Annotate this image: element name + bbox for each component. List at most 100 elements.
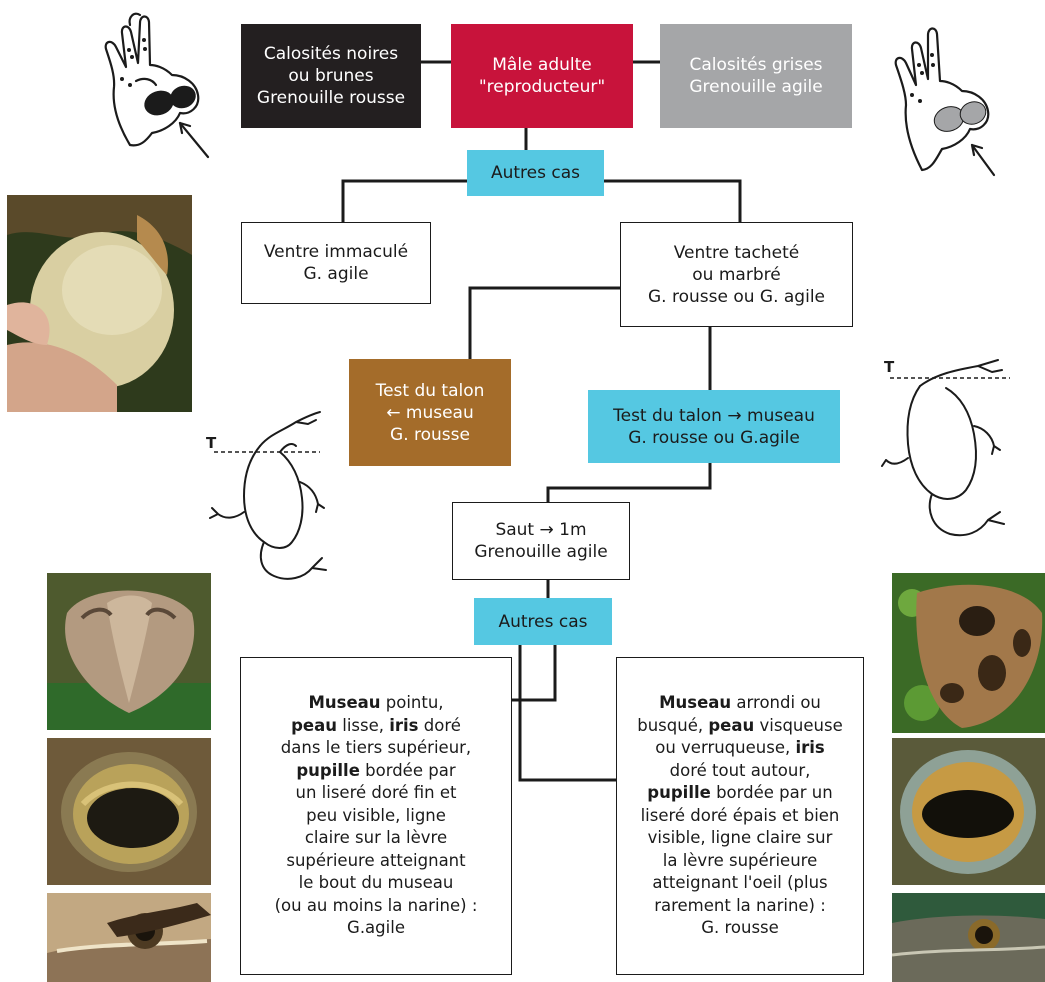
text-run: pointu, (381, 693, 444, 712)
male-adult-line-1: Mâle adulte (492, 54, 592, 76)
text-run: visible, ligne claire sur (648, 828, 833, 847)
frog-heel-test-long-sketch: T (880, 348, 1030, 548)
black-callus-line-1: Calosités noires (264, 43, 398, 65)
rousse-description-line: Museau arrondi ou (659, 692, 821, 715)
agile-snout-photo (47, 573, 211, 730)
rousse-description-line: doré tout autour, (670, 760, 811, 783)
text-run: bordée par (360, 761, 456, 780)
text-run: dans le tiers supérieur, (281, 738, 471, 757)
agile-description-line: G.agile (347, 917, 405, 940)
text-run: atteignant l'oeil (plus (652, 873, 827, 892)
text-run: (ou au moins la narine) : (275, 896, 478, 915)
other-cases-box-2: Autres cas (474, 598, 612, 645)
agile-description-line: Museau pointu, (308, 692, 443, 715)
agile-eye-photo (47, 738, 211, 885)
text-run: liseré doré épais et bien (641, 806, 840, 825)
text-run: doré tout autour, (670, 761, 811, 780)
keyword: Museau (308, 693, 380, 712)
rousse-description-line: visible, ligne claire sur (648, 827, 833, 850)
text-run: G. rousse (701, 918, 779, 937)
heel-short-line-1: Test du talon (376, 380, 485, 402)
belly-plain-line-2: G. agile (303, 263, 368, 285)
black-callus-line-2: ou brunes (288, 65, 373, 87)
rousse-eye-photo (892, 738, 1045, 885)
agile-description-line: (ou au moins la narine) : (275, 895, 478, 918)
agile-description-line: pupille bordée par (296, 760, 455, 783)
heel-short-line-3: G. rousse (390, 424, 470, 446)
rousse-description-line: atteignant l'oeil (plus (652, 872, 827, 895)
rousse-description-line: la lèvre supérieure (663, 850, 818, 873)
text-run: peu visible, ligne (306, 806, 446, 825)
heel-marker-long: T (884, 358, 895, 376)
agile-lip-photo (47, 893, 211, 982)
rousse-head-photo (892, 573, 1045, 733)
grey-callus-line-1: Calosités grises (689, 54, 822, 76)
frog-hand-black-callus-icon (100, 5, 225, 165)
text-run: supérieure atteignant (286, 851, 465, 870)
text-run: un liseré doré fin et (296, 783, 457, 802)
male-adult-line-2: "reproducteur" (479, 76, 605, 98)
text-run: doré (419, 716, 461, 735)
jump-line-1: Saut → 1m (495, 519, 586, 541)
black-callus-line-3: Grenouille rousse (257, 87, 405, 109)
other-cases-1-label: Autres cas (491, 162, 580, 184)
rousse-lip-photo (892, 893, 1045, 982)
belly-spotted-line-3: G. rousse ou G. agile (648, 286, 825, 308)
other-cases-box-1: Autres cas (467, 150, 604, 196)
heel-long-line-1: Test du talon → museau (613, 405, 815, 427)
frog-heel-test-short-sketch: T (200, 408, 345, 588)
text-run: arrondi ou (731, 693, 821, 712)
rousse-description-line: liseré doré épais et bien (641, 805, 840, 828)
keyword: pupille (296, 761, 360, 780)
text-run: la lèvre supérieure (663, 851, 818, 870)
text-run: ou verruqueuse, (655, 738, 795, 757)
rousse-description-line: G. rousse (701, 917, 779, 940)
keyword: iris (795, 738, 824, 757)
rousse-description-line: pupille bordée par un (647, 782, 832, 805)
text-run: G.agile (347, 918, 405, 937)
heel-short-line-2: ← museau (386, 402, 474, 424)
agile-description-line: le bout du museau (299, 872, 454, 895)
agile-description-line: supérieure atteignant (286, 850, 465, 873)
grey-callus-line-2: Grenouille agile (689, 76, 822, 98)
belly-spotted-box: Ventre tacheté ou marbré G. rousse ou G.… (620, 222, 853, 327)
text-run: rarement la narine) : (654, 896, 826, 915)
rousse-description-line: ou verruqueuse, iris (655, 737, 825, 760)
text-run: le bout du museau (299, 873, 454, 892)
belly-spotted-line-1: Ventre tacheté (674, 242, 799, 264)
heel-test-long-box: Test du talon → museau G. rousse ou G.ag… (588, 390, 840, 463)
keyword: Museau (659, 693, 731, 712)
agile-description-line: peu visible, ligne (306, 805, 446, 828)
rousse-description-line: busqué, peau visqueuse (637, 715, 842, 738)
keyword: pupille (647, 783, 711, 802)
keyword: peau (291, 716, 337, 735)
keyword: peau (708, 716, 754, 735)
rousse-description-line: rarement la narine) : (654, 895, 826, 918)
text-run: claire sur la lèvre (305, 828, 447, 847)
jump-line-2: Grenouille agile (474, 541, 607, 563)
agile-description-line: claire sur la lèvre (305, 827, 447, 850)
agile-description-line: dans le tiers supérieur, (281, 737, 471, 760)
belly-plain-box: Ventre immaculé G. agile (241, 222, 431, 304)
text-run: bordée par un (711, 783, 833, 802)
belly-plain-line-1: Ventre immaculé (264, 241, 408, 263)
belly-spotted-line-2: ou marbré (692, 264, 780, 286)
heel-long-line-2: G. rousse ou G.agile (628, 427, 800, 449)
other-cases-2-label: Autres cas (498, 611, 587, 633)
heel-test-short-box: Test du talon ← museau G. rousse (349, 359, 511, 466)
text-run: lisse, (337, 716, 389, 735)
frog-belly-photo (7, 195, 192, 412)
agile-description-line: peau lisse, iris doré (291, 715, 461, 738)
heel-marker-short: T (206, 434, 217, 452)
keyword: iris (389, 716, 418, 735)
grey-callus-box: Calosités grises Grenouille agile (660, 24, 852, 128)
text-run: visqueuse (754, 716, 842, 735)
jump-box: Saut → 1m Grenouille agile (452, 502, 630, 580)
male-adult-box: Mâle adulte "reproducteur" (451, 24, 633, 128)
black-callus-box: Calosités noires ou brunes Grenouille ro… (241, 24, 421, 128)
text-run: busqué, (637, 716, 708, 735)
agile-description-line: un liseré doré fin et (296, 782, 457, 805)
frog-hand-grey-callus-icon (882, 5, 1007, 185)
